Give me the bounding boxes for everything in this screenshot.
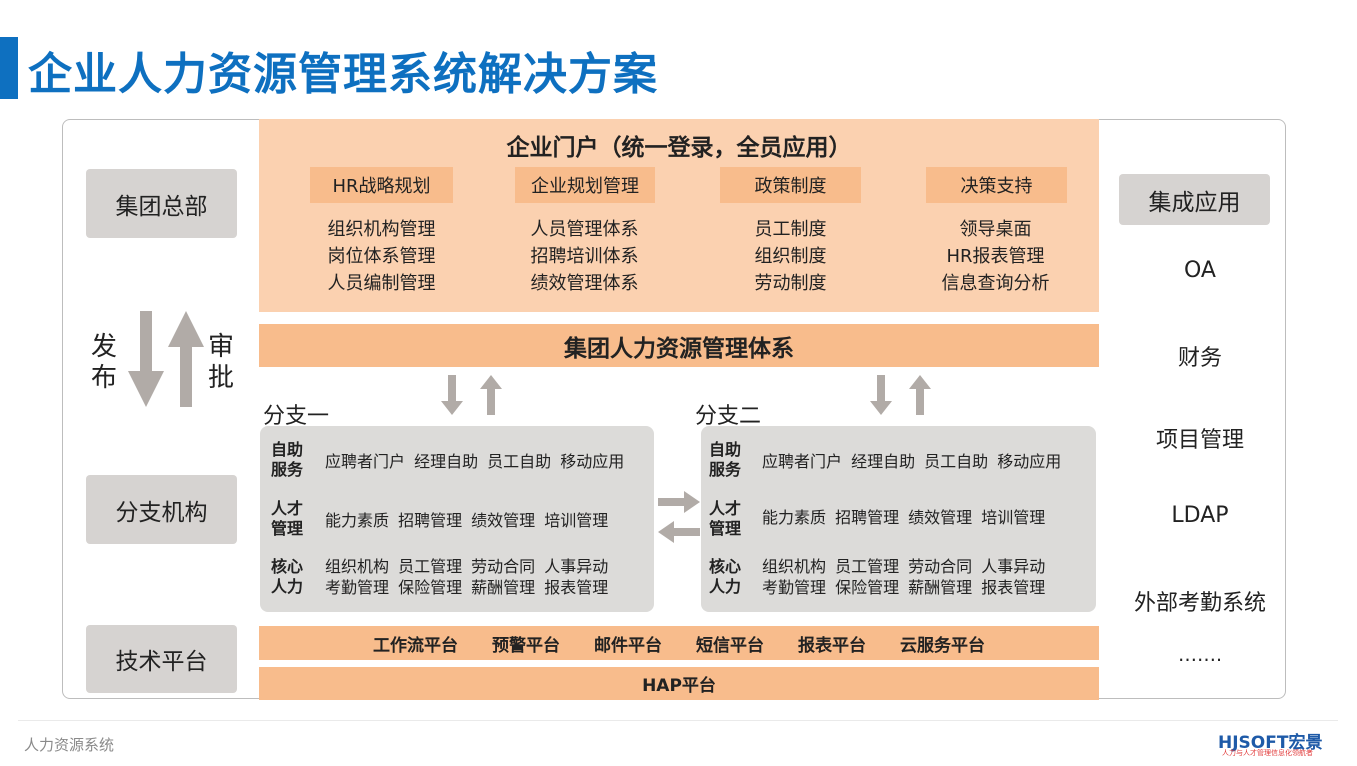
integration-item-attendance: 外部考勤系统 — [1133, 591, 1266, 616]
tech-platform-box: 技术平台 — [86, 625, 237, 693]
publish-label: 发布 — [90, 332, 117, 393]
portal-items-enterprise-planning: 人员管理体系招聘培训体系绩效管理体系 — [530, 219, 639, 294]
platform-mail: 邮件平台 — [594, 635, 662, 656]
branch1-down-arrow-icon — [441, 375, 463, 415]
publish-down-arrow-icon — [128, 311, 164, 407]
integration-item-project: 项目管理 — [1155, 428, 1244, 453]
branch2-self-service-label: 自助服务 — [709, 440, 742, 479]
portal-header-enterprise-planning: 企业规划管理 — [515, 167, 655, 203]
integration-item-more: ……. — [1177, 644, 1223, 666]
hq-box: 集团总部 — [86, 169, 237, 238]
branch1-self-service-label: 自助服务 — [271, 440, 304, 479]
branch2-talent-items: 能力素质 招聘管理 绩效管理 培训管理 — [762, 508, 1046, 527]
footer-text: 人力资源系统 — [24, 736, 115, 754]
title-accent-bar — [0, 37, 18, 99]
platform-workflow: 工作流平台 — [373, 635, 458, 656]
portal-header-hr-strategy: HR战略规划 — [310, 167, 453, 203]
approve-label: 审批 — [207, 332, 234, 393]
branch-right-arrow-icon — [658, 491, 700, 513]
platform-sms: 短信平台 — [696, 635, 764, 656]
branch1-talent-items: 能力素质 招聘管理 绩效管理 培训管理 — [325, 511, 609, 530]
platform-report: 报表平台 — [798, 635, 866, 656]
branch2-core-label: 核心人力 — [709, 557, 742, 596]
branch1-up-arrow-icon — [480, 375, 502, 415]
brand-logo: HJSOFT宏景 — [1218, 733, 1323, 753]
branch1-core-label: 核心人力 — [271, 557, 304, 596]
portal-items-policy: 员工制度组织制度劳动制度 — [754, 219, 827, 294]
brand-logo-tagline: 人力与人才管理信息化领航者 — [1222, 749, 1313, 757]
branch1-box — [260, 426, 654, 612]
branch1-talent-label: 人才管理 — [271, 499, 304, 538]
integration-header-box: 集成应用 — [1119, 174, 1270, 225]
page-title: 企业人力资源管理系统解决方案 — [28, 49, 658, 100]
portal-header-decision-support: 决策支持 — [926, 167, 1067, 203]
branch1-self-service-items: 应聘者门户 经理自助 员工自助 移动应用 — [325, 452, 625, 471]
portal-title: 企业门户（统一登录，全员应用） — [506, 135, 852, 161]
portal-header-policy: 政策制度 — [720, 167, 861, 203]
portal-items-hr-strategy: 组织机构管理岗位体系管理人员编制管理 — [327, 219, 436, 294]
platform-cloud: 云服务平台 — [900, 635, 985, 656]
branch2-self-service-items: 应聘者门户 经理自助 员工自助 移动应用 — [762, 452, 1062, 471]
platforms-band: 工作流平台 预警平台 邮件平台 短信平台 报表平台 云服务平台 — [259, 626, 1099, 660]
group-hr-system-band: 集团人力资源管理体系 — [259, 324, 1099, 367]
enterprise-portal-panel — [259, 119, 1099, 312]
integration-item-finance: 财务 — [1177, 346, 1222, 371]
platform-alert: 预警平台 — [492, 635, 560, 656]
branch2-core-items: 组织机构 员工管理 劳动合同 人事异动考勤管理 保险管理 薪酬管理 报表管理 — [762, 557, 1046, 597]
integration-item-oa: OA — [1184, 258, 1216, 283]
branch2-box — [701, 426, 1096, 612]
branch2-up-arrow-icon — [909, 375, 931, 415]
integration-item-ldap: LDAP — [1171, 503, 1229, 528]
branch2-talent-label: 人才管理 — [709, 499, 742, 538]
branch1-core-items: 组织机构 员工管理 劳动合同 人事异动考勤管理 保险管理 薪酬管理 报表管理 — [325, 557, 609, 597]
approve-up-arrow-icon — [168, 311, 204, 407]
branch1-label: 分支一 — [263, 404, 330, 429]
branch-org-box: 分支机构 — [86, 475, 237, 544]
footer-divider — [18, 720, 1338, 721]
hap-platform-band: HAP平台 — [259, 667, 1099, 700]
branch-left-arrow-icon — [658, 521, 700, 543]
branch2-down-arrow-icon — [870, 375, 892, 415]
branch2-label: 分支二 — [695, 404, 762, 429]
